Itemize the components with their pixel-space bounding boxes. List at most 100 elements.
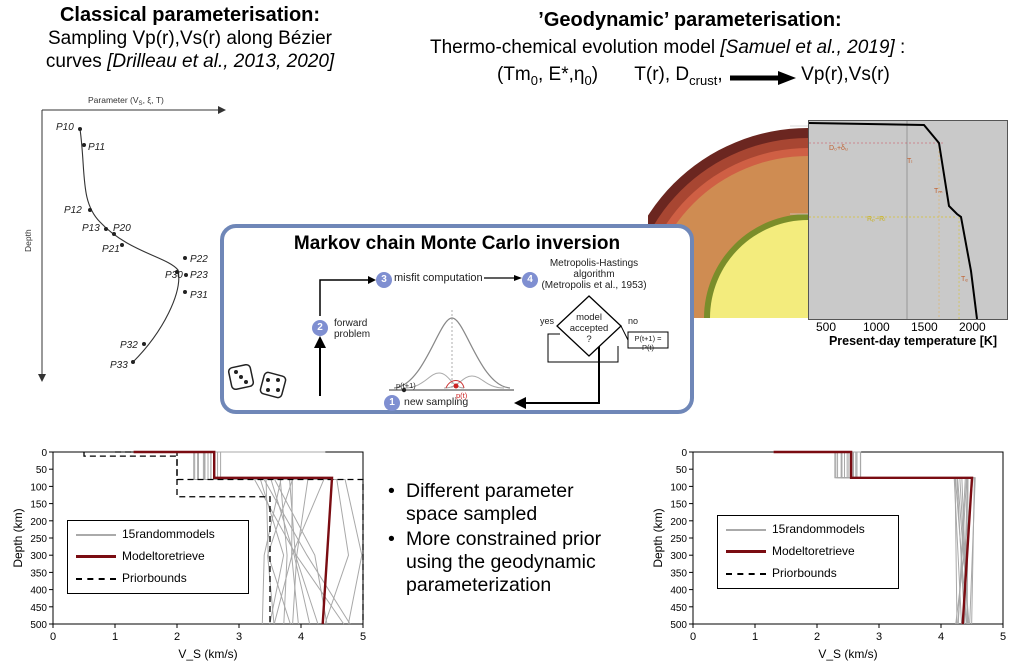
classical-title: Classical parameterisation: [0, 4, 380, 27]
geodynamic-line1-b: : [895, 37, 906, 58]
yes-label: yes [540, 316, 554, 326]
y-tick-label: 50 [36, 465, 48, 476]
x-tick-label: 3 [236, 631, 242, 643]
y-tick-label: 200 [30, 517, 47, 528]
y-tick-label: 450 [30, 603, 47, 614]
step4-label: Metropolis-Hastingsalgorithm(Metropolis … [534, 258, 654, 291]
temp-annotation: Tₘ [934, 188, 943, 195]
y-tick-label: 250 [30, 534, 47, 545]
p-t1-label: p(t+1) [396, 381, 416, 390]
y-tick-label: 300 [670, 551, 687, 562]
y-tick-label: 350 [670, 568, 687, 579]
temp-tick: 1500 [911, 320, 938, 334]
x-tick-label: 1 [112, 631, 118, 643]
legend-item-model: Model to retrieve [76, 549, 205, 565]
x-axis-label: V_S (km/s) [178, 647, 237, 661]
x-tick-label: 5 [1000, 631, 1006, 643]
x-tick-label: 2 [814, 631, 820, 643]
step-number: 2 [312, 320, 328, 336]
geodynamic-line1-a: Thermo-chemical evolution model [430, 37, 720, 58]
temperature-plot: D₀+δᵤ Tₗ Tₘ Rₚ−Rₗ Tₑ [808, 120, 1008, 320]
point-label: P11 [88, 142, 105, 153]
classical-line2-a: curves [46, 51, 107, 72]
temp-tick: 500 [816, 320, 836, 334]
point-label: P12 [64, 205, 82, 216]
legend-item-random: 15 random models [76, 527, 215, 543]
bullet-item: Different parameter space sampled [388, 480, 621, 526]
temp-annotation: Tₗ [907, 158, 912, 165]
geodynamic-title: ’Geodynamic’ parameterisation: [430, 9, 950, 32]
bezier-curve [80, 129, 179, 362]
y-tick-label: 0 [681, 448, 687, 459]
y-tick-label: 0 [41, 448, 47, 459]
temp-annotation: Tₑ [961, 276, 968, 283]
x-axis-label: V_S (km/s) [818, 647, 877, 661]
y-tick-label: 400 [30, 586, 47, 597]
geodynamic-params: (Tm0, E*,η0) [497, 64, 598, 85]
temp-annotation: Rₚ−Rₗ [867, 216, 885, 223]
legend-item-prior: Prior bounds [76, 571, 187, 587]
x-tick-label: 5 [360, 631, 366, 643]
point-label: P13 [82, 223, 100, 234]
reject-label: P(t+1) = P(t) [628, 334, 668, 352]
y-tick-label: 50 [676, 465, 688, 476]
bullet-list: Different parameter space sampled More c… [388, 480, 646, 597]
y-tick-label: 450 [670, 603, 687, 614]
y-tick-label: 500 [30, 620, 47, 631]
axis-depth-label: Depth [23, 229, 33, 252]
point-label: P32 [120, 340, 138, 351]
y-tick-label: 400 [670, 586, 687, 597]
y-tick-label: 150 [30, 500, 47, 511]
temperature-curve [809, 123, 977, 319]
decision-label: modelaccepted? [557, 312, 621, 345]
geodynamic-line2: (Tm0, E*,η0) T(r), Dcrust, Vp(r),Vs(r) [497, 63, 1007, 92]
geodynamic-outputs: T(r), Dcrust, [634, 64, 722, 85]
x-tick-label: 4 [298, 631, 304, 643]
x-tick-label: 4 [938, 631, 944, 643]
step-number: 3 [376, 272, 392, 288]
x-tick-label: 1 [752, 631, 758, 643]
classical-line2: curves [Drilleau et al., 2013, 2020] [0, 50, 380, 73]
y-tick-label: 300 [30, 551, 47, 562]
step3-label: misfit computation [394, 272, 483, 284]
y-tick-label: 350 [30, 568, 47, 579]
x-tick-label: 2 [174, 631, 180, 643]
point-label: P10 [56, 122, 74, 133]
geodynamic-line1: Thermo-chemical evolution model [Samuel … [430, 36, 1019, 59]
legend-item-model: Model to retrieve [726, 544, 855, 560]
y-tick-label: 100 [30, 482, 47, 493]
no-label: no [628, 316, 638, 326]
point-label: P23 [190, 270, 208, 281]
y-tick-label: 200 [670, 517, 687, 528]
temp-annotation: D₀+δᵤ [829, 145, 848, 152]
x-tick-label: 0 [690, 631, 696, 643]
geodynamic-result: Vp(r),Vs(r) [801, 64, 890, 85]
y-axis-label: Depth (km) [11, 508, 25, 567]
point-label: P31 [190, 290, 208, 301]
bullet-item: More constrained prior using the geodyna… [388, 528, 646, 597]
step2-label: forward problem [334, 318, 384, 340]
legend-item-prior: Prior bounds [726, 566, 837, 582]
legend-item-random: 15 random models [726, 522, 865, 538]
y-tick-label: 250 [670, 534, 687, 545]
right-arrow-icon [728, 68, 796, 82]
point-label: P30 [165, 270, 183, 281]
mcmc-box: Markov chain Monte Carlo inversion [220, 224, 694, 414]
x-tick-label: 0 [50, 631, 56, 643]
axis-param-label: Parameter (VS, ξ, T) [88, 95, 164, 107]
point-label: P20 [113, 223, 131, 234]
point-label: P21 [102, 244, 120, 255]
temp-tick: 2000 [959, 320, 986, 334]
temperature-profile-svg: D₀+δᵤ Tₗ Tₘ Rₚ−Rₗ Tₑ [809, 121, 1007, 319]
x-tick-label: 3 [876, 631, 882, 643]
geodynamic-ref: [Samuel et al., 2019] [720, 37, 894, 58]
point-label: P33 [110, 360, 128, 371]
y-tick-label: 150 [670, 500, 687, 511]
temp-tick: 1000 [863, 320, 890, 334]
classical-line1: Sampling Vp(r),Vs(r) along Bézier [0, 27, 380, 50]
bezier-diagram: Parameter (VS, ξ, T) Depth P10 P11 P12 P… [18, 92, 228, 387]
y-tick-label: 100 [670, 482, 687, 493]
y-tick-label: 500 [670, 620, 687, 631]
dice-icon [228, 364, 287, 399]
point-label: P22 [190, 254, 208, 265]
